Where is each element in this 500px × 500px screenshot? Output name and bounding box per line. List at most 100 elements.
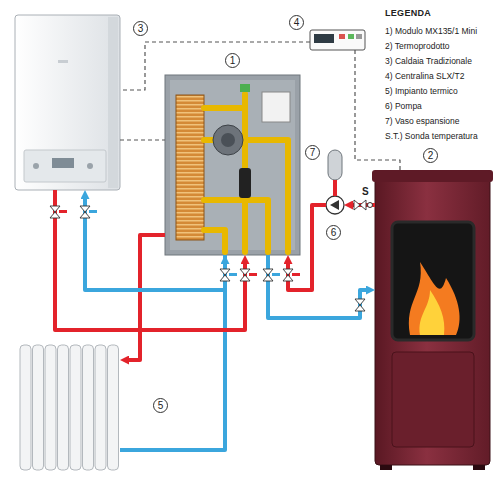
stove-drawing bbox=[420, 290, 445, 335]
hydraulic-module: 1 bbox=[165, 75, 300, 255]
legend-row: 2) Termoprodotto bbox=[385, 41, 450, 51]
radiator-drawing bbox=[95, 345, 106, 470]
stove-drawing bbox=[372, 170, 493, 182]
callout-number: 6 bbox=[326, 225, 341, 240]
controller-drawing bbox=[339, 34, 345, 39]
module-drawing bbox=[262, 92, 290, 122]
pump-drawing bbox=[326, 196, 344, 214]
pellet-stove: 2 bbox=[375, 170, 490, 470]
control-wire bbox=[120, 42, 310, 90]
module-drawing bbox=[221, 133, 235, 147]
arrow-head bbox=[225, 255, 226, 261]
valve-symbol bbox=[263, 275, 273, 281]
pump-drawing bbox=[326, 196, 344, 214]
valve-symbol bbox=[80, 212, 90, 218]
stove-drawing bbox=[473, 465, 485, 470]
radiator-drawing bbox=[20, 345, 119, 470]
legend-row: 4) Centralina SLX/T2 bbox=[385, 71, 464, 81]
stove-drawing bbox=[372, 170, 493, 470]
radiator: 5 bbox=[18, 345, 120, 470]
boiler: 3 bbox=[15, 15, 120, 190]
radiator-drawing bbox=[108, 345, 119, 470]
stove-drawing bbox=[380, 465, 392, 470]
valve-handle bbox=[249, 273, 257, 276]
stove-drawing bbox=[375, 178, 490, 465]
return-pipe bbox=[268, 255, 369, 318]
stove-drawing bbox=[392, 222, 474, 340]
valve-handle bbox=[272, 273, 280, 276]
sensor-label: S bbox=[361, 186, 370, 197]
legend-row: 1) Modulo MX135/1 Mini bbox=[385, 26, 477, 36]
valve-symbol bbox=[50, 200, 366, 311]
radiator-drawing bbox=[83, 345, 94, 470]
valve-handle bbox=[229, 273, 237, 276]
legend-row: 5) Impianto termico bbox=[385, 86, 458, 96]
callout-number: 2 bbox=[423, 148, 438, 163]
module-drawing bbox=[165, 75, 300, 255]
controller-unit: 4 bbox=[310, 30, 365, 50]
callout-number: 3 bbox=[133, 21, 148, 36]
callout-number: 5 bbox=[153, 398, 168, 413]
callout-number: 4 bbox=[289, 15, 304, 30]
pump-drawing bbox=[330, 200, 339, 210]
radiator-drawing bbox=[20, 345, 31, 470]
flow-pipe bbox=[126, 235, 165, 360]
valve-symbol bbox=[283, 275, 293, 281]
arrow-head bbox=[120, 360, 126, 361]
boiler-drawing bbox=[15, 15, 120, 190]
expansion-vessel: 7 bbox=[328, 150, 342, 180]
valve-symbol bbox=[240, 275, 250, 281]
legend-text: 4) Centralina SLX/T2 bbox=[385, 71, 464, 81]
radiator-drawing bbox=[58, 345, 69, 470]
boiler-drawing bbox=[33, 163, 39, 169]
module-drawing bbox=[239, 168, 251, 198]
arrow-head bbox=[245, 255, 246, 261]
valve-symbol bbox=[240, 269, 250, 275]
controller-drawing bbox=[314, 34, 334, 43]
stove-drawing bbox=[392, 352, 474, 447]
legend-text: 1) Modulo MX135/1 Mini bbox=[385, 26, 477, 36]
flow-pipe bbox=[55, 190, 245, 330]
boiler-drawing bbox=[87, 163, 93, 169]
valve-symbol bbox=[355, 299, 365, 305]
controller-drawing bbox=[310, 30, 365, 50]
controller-drawing bbox=[356, 34, 362, 39]
legend-text: 5) Impianto termico bbox=[385, 86, 458, 96]
boiler-drawing bbox=[108, 17, 118, 188]
control-wire bbox=[120, 139, 165, 140]
module-pipes bbox=[204, 200, 268, 252]
boiler-drawing bbox=[52, 158, 74, 168]
legend-text: 3) Caldaia Tradizionale bbox=[385, 56, 472, 66]
temperature-sensor bbox=[368, 203, 373, 208]
valve-symbol bbox=[263, 269, 273, 275]
expansion-vessel-drawing bbox=[328, 150, 342, 180]
controller-drawing bbox=[348, 34, 354, 39]
module-drawing bbox=[170, 80, 295, 250]
legend-row: 3) Caldaia Tradizionale bbox=[385, 56, 472, 66]
callout-number: 1 bbox=[225, 53, 240, 68]
module-pipes bbox=[204, 230, 225, 252]
valve-symbol bbox=[80, 206, 90, 212]
legend-text: 2) Termoprodotto bbox=[385, 41, 450, 51]
flow-pipe bbox=[333, 180, 337, 196]
module-drawing bbox=[176, 95, 204, 240]
pump-symbol: 6 bbox=[326, 196, 344, 214]
valve-handle bbox=[59, 210, 300, 276]
module-drawing bbox=[165, 75, 300, 255]
legend-text: S.T.) Sonda temperatura bbox=[385, 131, 478, 141]
arrow-head bbox=[288, 255, 289, 261]
stove-drawing bbox=[409, 262, 460, 335]
valve-handle bbox=[59, 210, 67, 213]
valve-symbol bbox=[220, 275, 230, 281]
radiator-drawing bbox=[33, 345, 44, 470]
module-drawing bbox=[240, 84, 250, 92]
legend-row: 7) Vaso espansione bbox=[385, 116, 460, 126]
legend-text: 7) Vaso espansione bbox=[385, 116, 460, 126]
module-pipes bbox=[204, 137, 213, 143]
module-drawing bbox=[213, 125, 243, 155]
valve-symbol bbox=[360, 200, 366, 210]
valve-handle bbox=[292, 273, 300, 276]
boiler-drawing bbox=[24, 150, 106, 182]
callout-number: 7 bbox=[305, 145, 320, 160]
